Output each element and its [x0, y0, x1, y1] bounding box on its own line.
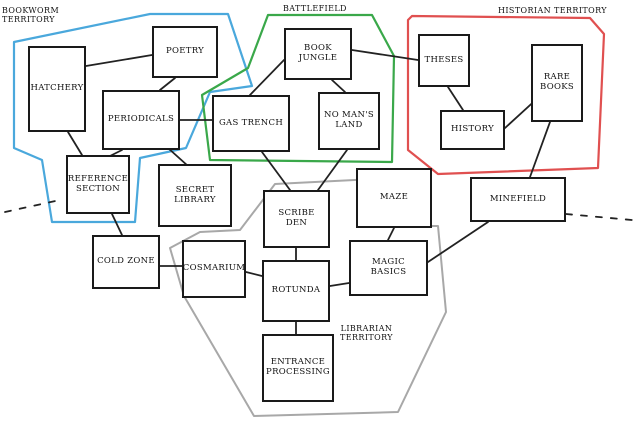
- link-reference-coldzone: [111, 213, 123, 236]
- historian-territory-outline: [406, 14, 606, 176]
- librarian-territory-label: LIBRARIAN TERRITORY: [340, 324, 393, 343]
- link-hatchery-reference: [67, 131, 83, 156]
- link-bookjungle-nomansland: [331, 79, 346, 93]
- link-theses-history: [447, 86, 464, 111]
- link-rotunda-magicbasics: [329, 282, 350, 287]
- bookworm-territory-label: BOOKWORM TERRITORY: [2, 6, 60, 25]
- link-magicbasics-minefield: [427, 221, 489, 263]
- room-book-jungle[interactable]: BOOK JUNGLE: [284, 28, 352, 80]
- room-rare-books[interactable]: RARE BOOKS: [531, 44, 583, 122]
- link-poetry-periodicals: [159, 77, 176, 91]
- room-history[interactable]: HISTORY: [440, 110, 505, 150]
- room-rotunda[interactable]: ROTUNDA: [262, 260, 330, 322]
- link-nomansland-scribeden: [317, 149, 348, 191]
- room-cold-zone[interactable]: COLD ZONE: [92, 235, 160, 289]
- room-maze[interactable]: MAZE: [356, 168, 432, 228]
- room-gas-trench[interactable]: GAS TRENCH: [212, 95, 290, 152]
- room-poetry[interactable]: POETRY: [152, 26, 218, 78]
- link-gastrench-scribeden: [261, 151, 291, 191]
- link-cosmarium-rotunda: [245, 271, 263, 277]
- room-secret-library[interactable]: SECRET LIBRARY: [158, 164, 232, 227]
- room-cosmarium[interactable]: COSMARIUM: [182, 240, 246, 298]
- exit-dashes-left: [4, 199, 61, 213]
- room-no-mans-land[interactable]: NO MAN'S LAND: [318, 92, 380, 150]
- link-bookjungle-theses: [351, 49, 419, 61]
- room-magic-basics[interactable]: MAGIC BASICS: [349, 240, 428, 296]
- historian-territory-label: HISTORIAN TERRITORY: [498, 6, 607, 15]
- room-hatchery[interactable]: HATCHERY: [28, 46, 86, 132]
- link-periodicals-secret: [167, 147, 189, 167]
- link-hatchery-poetry: [85, 54, 153, 67]
- room-minefield[interactable]: MINEFIELD: [470, 177, 566, 222]
- link-gastrench-bookjungle: [249, 59, 285, 96]
- room-scribe-den[interactable]: SCRIBE DEN: [263, 190, 330, 248]
- exit-dashes-right: [565, 213, 633, 221]
- room-periodicals[interactable]: PERIODICALS: [102, 90, 180, 150]
- room-theses[interactable]: THESES: [418, 34, 470, 87]
- room-entrance-processing[interactable]: ENTRANCE PROCESSING: [262, 334, 334, 402]
- battlefield-territory-label: BATTLEFIELD: [283, 4, 347, 13]
- link-maze-magicbasics: [387, 227, 395, 241]
- battlefield-territory-outline: [200, 13, 396, 164]
- link-rarebooks-minefield: [529, 121, 551, 178]
- room-reference-section[interactable]: REFERENCE SECTION: [66, 155, 130, 214]
- bookworm-territory-outline: [12, 12, 254, 224]
